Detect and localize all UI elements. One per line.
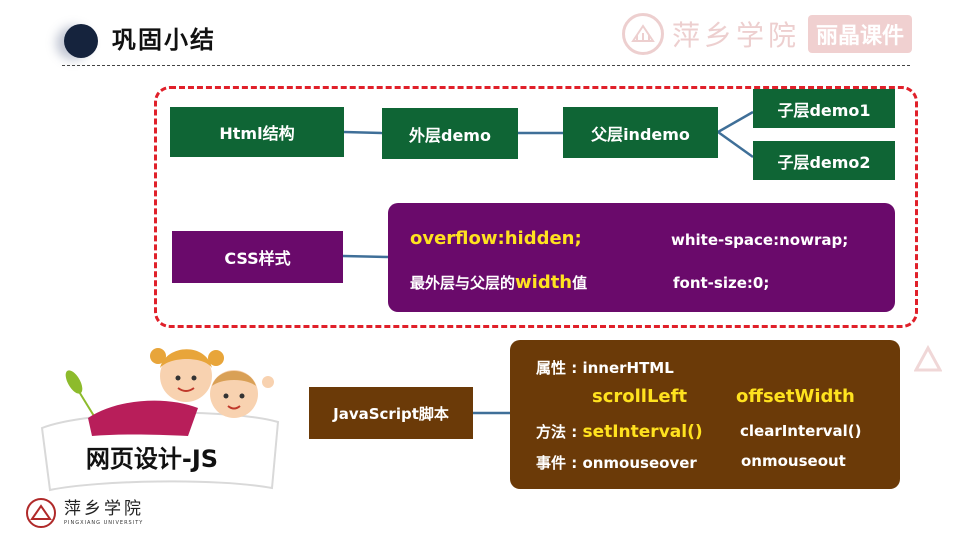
watermark-brand: 丽晶课件 (807, 15, 912, 53)
javascript-box: JavaScript脚本 (309, 387, 473, 439)
title-bullet-icon (64, 24, 98, 58)
html-structure-box: Html结构 (170, 107, 344, 157)
html-css-region (154, 86, 918, 328)
footer-logo-name: 萍乡学院 (64, 498, 144, 519)
js-event-text: 事件 : onmouseover (536, 454, 697, 472)
javascript-detail-panel: 属性 : innerHTML scrollLeft offsetWidth 方法… (510, 340, 900, 489)
watermark: 萍乡学院 丽晶课件 (621, 12, 912, 56)
parent-indemo-box: 父层indemo (563, 107, 718, 158)
footer-logo: 萍乡学院 PINGXIANG UNIVERSITY (26, 498, 144, 528)
css-width-prefix: 最外层与父层的 (410, 274, 516, 292)
kids-illustration (40, 348, 280, 492)
leaf-icon (65, 370, 83, 394)
css-width-highlight: width (515, 272, 573, 293)
page-title: 巩固小结 (112, 26, 216, 54)
js-method-prefix: 方法 : (536, 423, 583, 441)
js-setinterval-text: setInterval() (582, 422, 703, 442)
css-detail-panel: overflow:hidden; white-space:nowrap; 最外层… (388, 203, 895, 312)
girl-face (160, 350, 212, 402)
connector-parent-child1 (717, 110, 754, 134)
child-demo1-box: 子层demo1 (753, 89, 895, 128)
js-method-text: 方法 : setInterval() (536, 421, 703, 442)
js-onmouseout-text: onmouseout (741, 452, 846, 470)
css-style-label: CSS样式 (224, 249, 291, 268)
js-property-text: 属性 : innerHTML (536, 359, 674, 377)
css-fontsize-text: font-size:0; (673, 274, 770, 292)
watermark-name: 萍乡学院 (671, 19, 800, 52)
outer-demo-label: 外层demo (409, 125, 491, 145)
girl-dress (88, 400, 198, 436)
css-whitespace-text: white-space:nowrap; (671, 231, 849, 249)
css-overflow-text: overflow:hidden; (410, 228, 582, 249)
js-clearinterval-text: clearInterval() (740, 422, 862, 440)
boy-face (210, 370, 258, 418)
footer-seal-icon (26, 498, 56, 528)
child-demo2-box: 子层demo2 (753, 141, 895, 180)
child-demo1-label: 子层demo1 (777, 100, 871, 120)
side-watermark-icon (913, 340, 943, 384)
footer-logo-sub: PINGXIANG UNIVERSITY (64, 519, 144, 526)
header-divider (62, 65, 910, 66)
university-seal-icon (621, 13, 664, 55)
connector-parent-child2 (717, 130, 754, 159)
css-width-text: 最外层与父层的width值 (410, 272, 587, 293)
child-demo2-label: 子层demo2 (777, 152, 871, 172)
outer-demo-box: 外层demo (382, 108, 518, 159)
html-structure-label: Html结构 (219, 124, 295, 143)
javascript-label: JavaScript脚本 (333, 404, 449, 423)
css-width-suffix: 值 (572, 274, 588, 292)
parent-indemo-label: 父层indemo (591, 124, 690, 144)
illustration-caption: 网页设计-JS (85, 444, 219, 473)
js-offsetwidth-text: offsetWidth (736, 386, 855, 407)
connector-html-outer (343, 130, 383, 135)
css-style-box: CSS样式 (172, 231, 343, 283)
connector-css-panel (342, 254, 389, 259)
js-scrollleft-text: scrollLeft (592, 386, 688, 407)
